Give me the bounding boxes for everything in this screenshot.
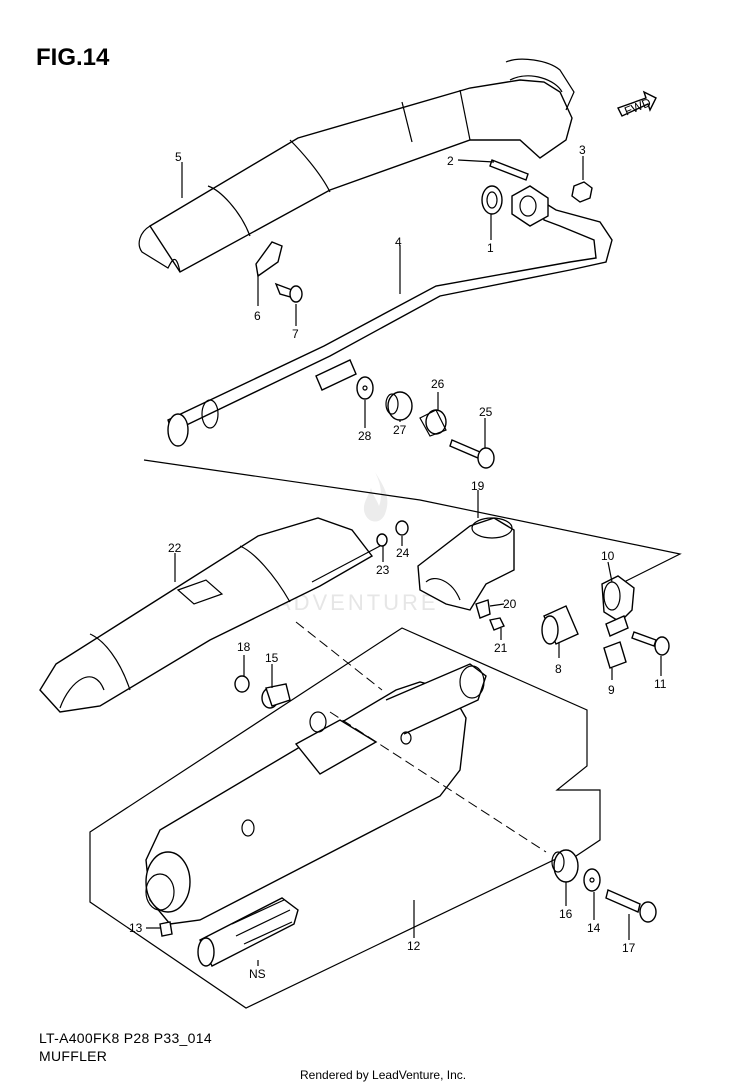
callout-17: 17 [622,941,636,955]
rear-washer [583,868,601,892]
callout-12: 12 [407,939,421,953]
shield-bolt [274,282,303,303]
fwd-arrow-icon: FWD [617,90,657,118]
watermark-flame-icon [363,472,388,522]
callout-26: 26 [431,377,445,391]
drain-screw [159,921,173,937]
callout-22: 22 [168,541,182,555]
callout-18: 18 [237,640,251,654]
exhaust-pipe [167,198,613,447]
callout-2: 2 [447,154,454,168]
exhaust-flange [511,185,549,227]
cover-washer [376,533,388,547]
mount-washer [356,376,374,400]
clamp-sleeve [541,605,579,645]
callout-3: 3 [579,143,586,157]
callout-13: 13 [129,921,143,935]
callout-19: 19 [471,479,485,493]
assembly-dash-line [295,621,547,853]
callout-15: 15 [265,651,279,665]
leader-lines [146,156,662,966]
muffler-damper [234,675,250,693]
spark-arrestor [197,897,299,967]
callout-16: 16 [559,907,573,921]
callout-27: 27 [393,423,407,437]
flange-nut [571,181,593,203]
callout-6: 6 [254,309,261,323]
cover-nut [395,520,409,536]
joint-clip [475,599,491,619]
joint-screw [489,617,505,631]
callout-5: 5 [175,150,182,164]
figure-title: FIG.14 [36,44,110,71]
pipe-clamp [601,575,635,637]
exhaust-stud [489,159,529,181]
callout-14: 14 [587,921,601,935]
callout-21: 21 [494,641,508,655]
callout-8: 8 [555,662,562,676]
mount-bolt [449,439,495,469]
muffler-cover [39,517,381,713]
muffler-collar [261,683,291,709]
callout-11: 11 [654,677,667,691]
callout-25: 25 [479,405,493,419]
shield-bracket [255,241,283,278]
mount-cushion [385,391,413,421]
callout-7: 7 [292,327,299,341]
render-credit: Rendered by LeadVenture, Inc. [300,1068,467,1082]
callout-28: 28 [358,429,372,443]
callout-9: 9 [608,683,615,697]
callout-10: 10 [601,549,615,563]
assembly-boundary-line [89,627,601,1009]
clamp-bolt [631,631,670,656]
fwd-label: FWD [622,95,653,118]
clamp-spacer [603,641,627,669]
muffler-body [145,663,487,925]
rear-cushion [551,849,579,883]
model-code: LT-A400FK8 P28 P33_014 [39,1030,212,1046]
group-boundary-line [143,459,682,585]
callout-4: 4 [395,235,402,249]
heat-shield-front [138,58,575,273]
joint-cover [417,517,515,611]
exhaust-gasket [481,185,503,215]
callout-24: 24 [396,546,410,560]
rear-bolt [605,889,657,923]
callout-labels: 5 2 3 1 4 6 7 28 27 26 25 19 20 21 10 8 … [129,143,667,981]
callout-20: 20 [503,597,517,611]
section-name: MUFFLER [39,1048,108,1064]
callout-1: 1 [487,241,494,255]
mount-collar [419,409,447,437]
callout-ns: NS [249,967,266,981]
callout-23: 23 [376,563,390,577]
